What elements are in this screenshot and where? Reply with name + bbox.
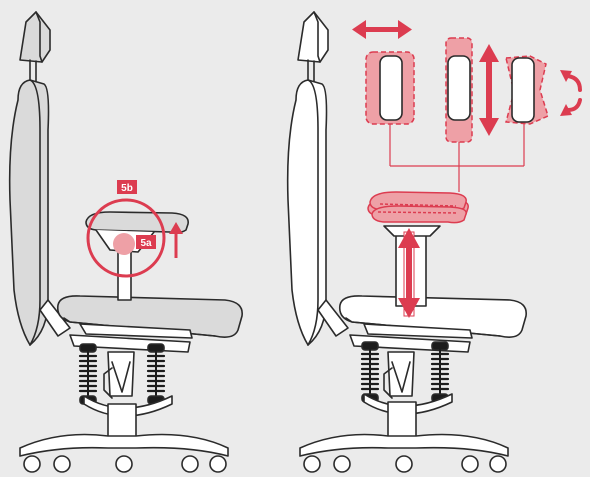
right-headrest <box>297 11 329 85</box>
label-5b-box <box>117 180 137 194</box>
right-base-star <box>299 433 509 457</box>
right-base-column <box>387 401 417 439</box>
left-backrest <box>8 79 50 346</box>
up-arrow-icon <box>169 222 183 258</box>
left-seat <box>56 295 243 338</box>
double-headed-vertical-arrow-icon <box>479 44 499 136</box>
left-back-bracket <box>39 299 71 337</box>
left-base-column <box>107 403 137 439</box>
rotate-arrows-icon <box>560 70 582 116</box>
left-headrest <box>19 11 51 85</box>
right-casters <box>303 455 507 473</box>
right-gas-cylinder <box>387 351 415 397</box>
right-armrest-pads-stacked <box>367 191 469 224</box>
label-5a: 5a <box>140 238 152 249</box>
right-chair <box>286 11 527 473</box>
armrest-top-view-depth <box>445 37 473 143</box>
armrest-highlight: 5b 5a <box>86 180 183 278</box>
armrest-top-view-rotate <box>505 55 549 125</box>
left-gas-cylinder <box>107 351 135 397</box>
right-seat <box>338 295 527 338</box>
armrest-height-arrow-icon <box>398 228 420 318</box>
right-backrest <box>286 79 328 346</box>
connector-lines <box>389 124 525 192</box>
left-spring-right <box>146 343 166 405</box>
armrest-top-view-slide <box>365 51 415 125</box>
left-spring-left <box>78 343 98 405</box>
left-base-star <box>19 433 229 457</box>
left-chair <box>8 11 243 473</box>
left-casters <box>23 455 227 473</box>
label-5b: 5b <box>121 183 133 194</box>
double-headed-horizontal-arrow-icon <box>352 20 412 39</box>
label-5a-box <box>136 235 156 249</box>
right-back-bracket <box>317 299 349 337</box>
right-seat-plate <box>363 323 473 339</box>
armrest-magnifier-circle <box>86 198 166 278</box>
armrest-button-dot <box>113 233 135 255</box>
left-seat-plate <box>79 323 193 339</box>
right-spring-left <box>360 341 380 403</box>
